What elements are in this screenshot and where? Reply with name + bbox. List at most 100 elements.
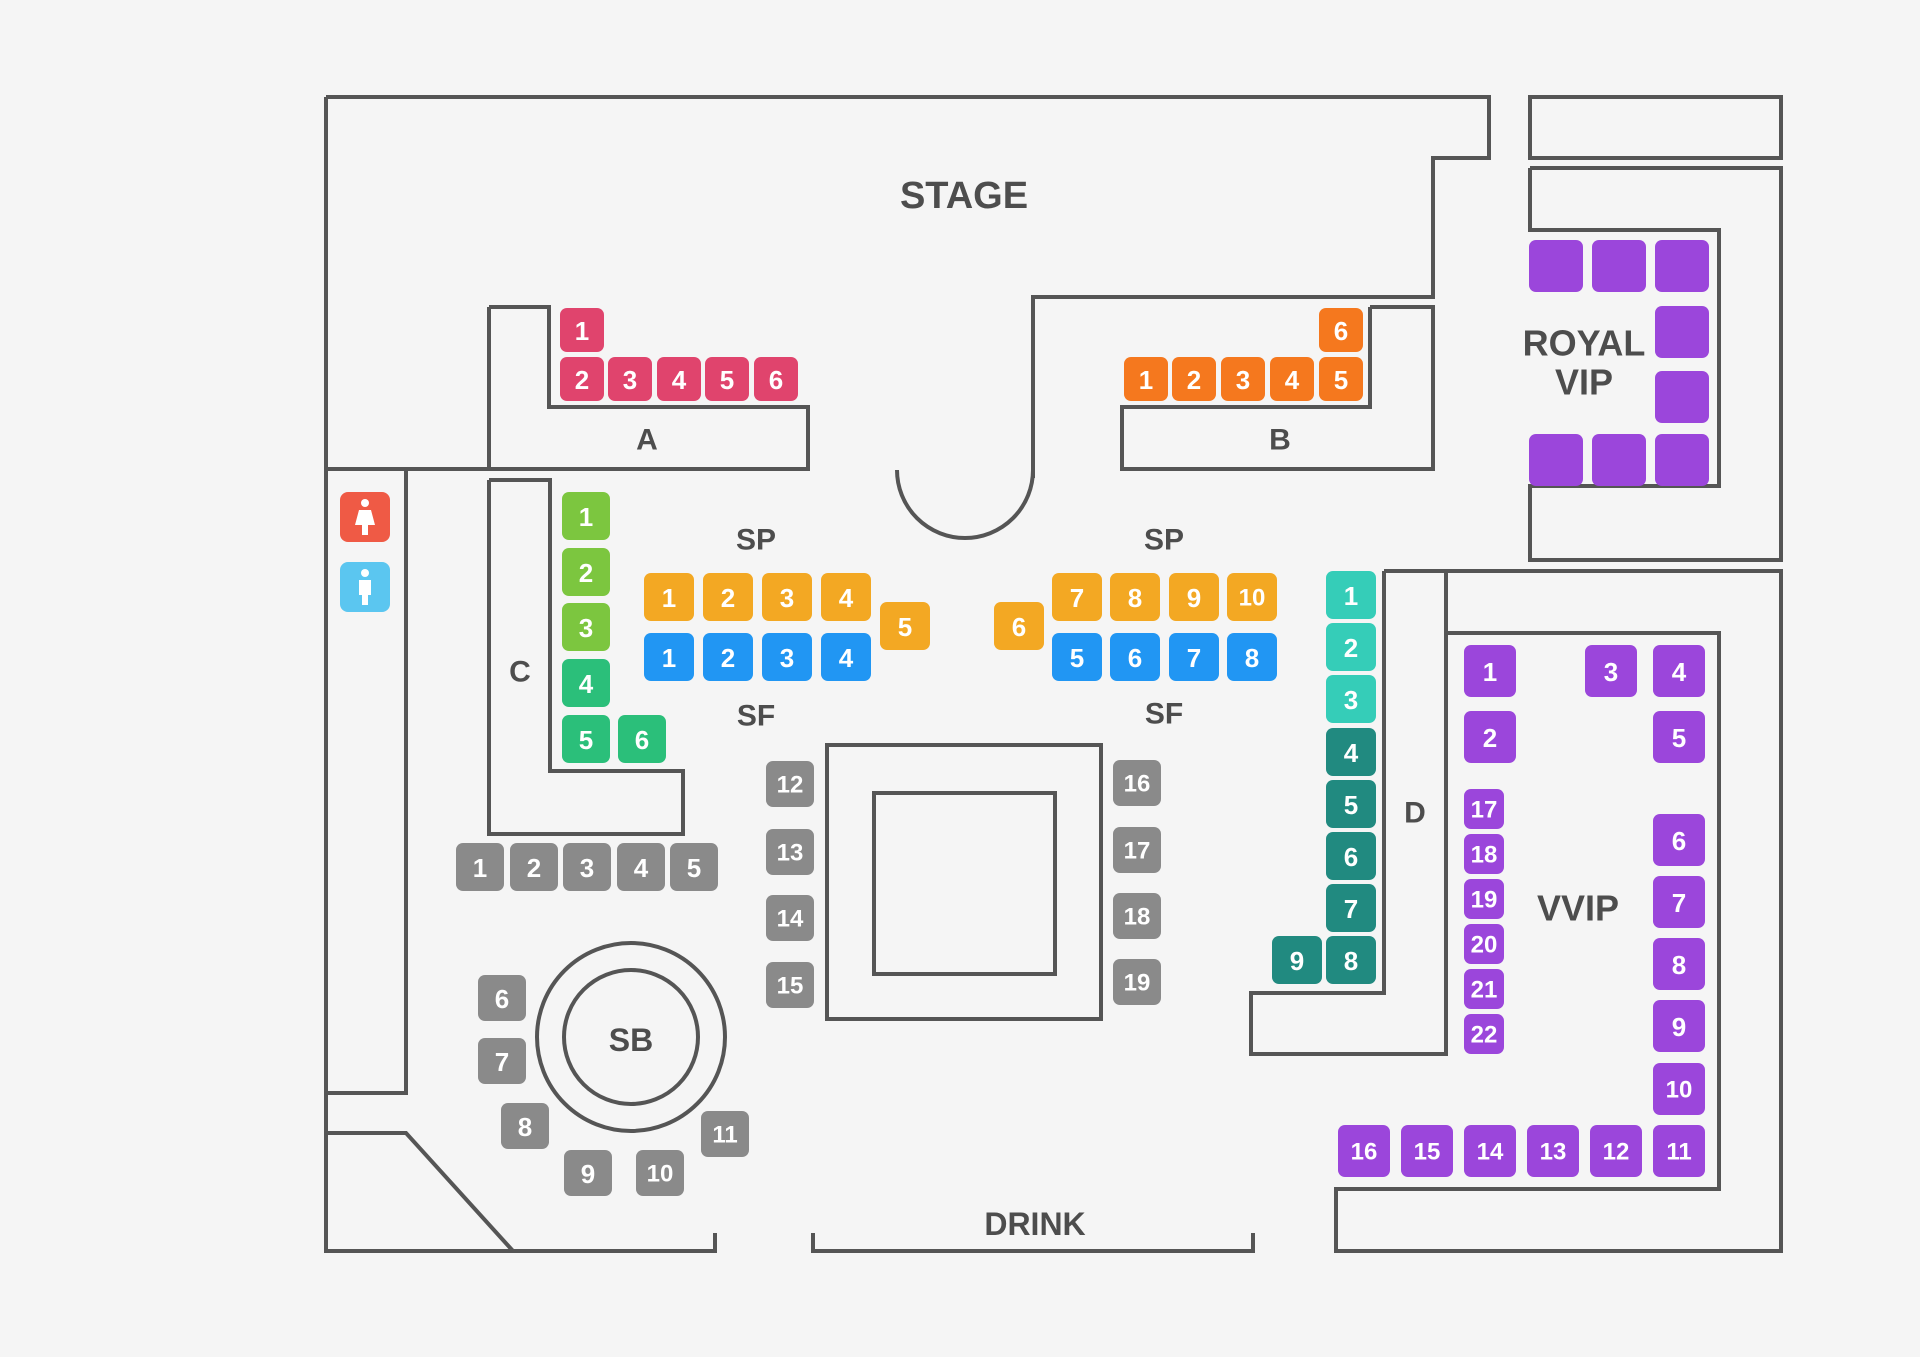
seat-sf-right-6[interactable]: 6: [1110, 633, 1160, 681]
seat-sf-left-3[interactable]: 3: [762, 633, 812, 681]
seat-vvip-18[interactable]: 18: [1464, 834, 1504, 874]
seat-a-6[interactable]: 6: [754, 357, 798, 401]
seat-d-4[interactable]: 4: [1326, 728, 1376, 776]
seat-sb-11[interactable]: 11: [701, 1111, 749, 1157]
seat-vvip-8[interactable]: 8: [1653, 938, 1705, 990]
seat-b-5[interactable]: 5: [1319, 357, 1363, 401]
seat-vvip-22[interactable]: 22: [1464, 1014, 1504, 1054]
seat-gray-row-2[interactable]: 2: [510, 843, 558, 891]
seat-sf-right-7[interactable]: 7: [1169, 633, 1219, 681]
seat-sp-right-6[interactable]: 6: [994, 602, 1044, 650]
seat-sf-right-8[interactable]: 8: [1227, 633, 1277, 681]
seat-sp-left-2[interactable]: 2: [703, 573, 753, 621]
seat-royal-vip-r8[interactable]: [1655, 434, 1709, 486]
seat-sp-right-10[interactable]: 10: [1227, 573, 1277, 621]
seat-d-5[interactable]: 5: [1326, 780, 1376, 828]
seat-royal-vip-r1[interactable]: [1529, 240, 1583, 292]
seat-sp-left-3[interactable]: 3: [762, 573, 812, 621]
seat-sb-10[interactable]: 10: [636, 1150, 684, 1196]
seat-sb-8[interactable]: 8: [501, 1103, 549, 1149]
seat-royal-vip-r4[interactable]: [1655, 306, 1709, 358]
restroom-female-icon[interactable]: [340, 492, 390, 542]
seat-center-right-19[interactable]: 19: [1113, 959, 1161, 1005]
seat-d-3[interactable]: 3: [1326, 675, 1376, 723]
seat-center-left-14[interactable]: 14: [766, 895, 814, 941]
seat-vvip-20[interactable]: 20: [1464, 924, 1504, 964]
seat-center-left-15[interactable]: 15: [766, 962, 814, 1008]
seat-vvip-9[interactable]: 9: [1653, 1000, 1705, 1052]
seat-center-right-17[interactable]: 17: [1113, 827, 1161, 873]
seat-tile: [1592, 434, 1646, 486]
seat-a-1[interactable]: 1: [560, 308, 604, 352]
seat-royal-vip-r3[interactable]: [1655, 240, 1709, 292]
seat-vvip-3[interactable]: 3: [1585, 645, 1637, 697]
seat-b-6[interactable]: 6: [1319, 308, 1363, 352]
seat-c-2[interactable]: 2: [562, 548, 610, 596]
seat-sf-left-1[interactable]: 1: [644, 633, 694, 681]
seat-c-6[interactable]: 6: [618, 715, 666, 763]
seat-tile: [1653, 1063, 1705, 1115]
seat-vvip-14[interactable]: 14: [1464, 1125, 1516, 1177]
seat-d-1[interactable]: 1: [1326, 571, 1376, 619]
seat-sp-right-7[interactable]: 7: [1052, 573, 1102, 621]
seat-b-1[interactable]: 1: [1124, 357, 1168, 401]
seat-a-2[interactable]: 2: [560, 357, 604, 401]
seat-vvip-4[interactable]: 4: [1653, 645, 1705, 697]
seat-d-7[interactable]: 7: [1326, 884, 1376, 932]
seat-vvip-1[interactable]: 1: [1464, 645, 1516, 697]
seat-d-8[interactable]: 8: [1326, 936, 1376, 984]
seat-royal-vip-r7[interactable]: [1592, 434, 1646, 486]
seat-center-right-18[interactable]: 18: [1113, 893, 1161, 939]
seat-royal-vip-r2[interactable]: [1592, 240, 1646, 292]
seat-sf-right-5[interactable]: 5: [1052, 633, 1102, 681]
seat-gray-row-5[interactable]: 5: [670, 843, 718, 891]
seat-sp-right-8[interactable]: 8: [1110, 573, 1160, 621]
seat-a-5[interactable]: 5: [705, 357, 749, 401]
seat-b-4[interactable]: 4: [1270, 357, 1314, 401]
seat-sp-right-9[interactable]: 9: [1169, 573, 1219, 621]
seat-vvip-19[interactable]: 19: [1464, 879, 1504, 919]
seat-sb-6[interactable]: 6: [478, 975, 526, 1021]
seat-gray-row-1[interactable]: 1: [456, 843, 504, 891]
restroom-male-icon[interactable]: [340, 562, 390, 612]
seat-tile: [1401, 1125, 1453, 1177]
seat-vvip-15[interactable]: 15: [1401, 1125, 1453, 1177]
seat-a-3[interactable]: 3: [608, 357, 652, 401]
seat-gray-row-4[interactable]: 4: [617, 843, 665, 891]
seat-vvip-17[interactable]: 17: [1464, 789, 1504, 829]
seat-sb-7[interactable]: 7: [478, 1038, 526, 1084]
seat-royal-vip-r5[interactable]: [1655, 371, 1709, 423]
seat-c-3[interactable]: 3: [562, 603, 610, 651]
seat-vvip-16[interactable]: 16: [1338, 1125, 1390, 1177]
seat-d-6[interactable]: 6: [1326, 832, 1376, 880]
seat-sb-9[interactable]: 9: [564, 1150, 612, 1196]
seat-sp-left-1[interactable]: 1: [644, 573, 694, 621]
seat-vvip-2[interactable]: 2: [1464, 711, 1516, 763]
seat-b-2[interactable]: 2: [1172, 357, 1216, 401]
seat-vvip-6[interactable]: 6: [1653, 814, 1705, 866]
seat-center-left-12[interactable]: 12: [766, 761, 814, 807]
seat-vvip-13[interactable]: 13: [1527, 1125, 1579, 1177]
seat-c-5[interactable]: 5: [562, 715, 610, 763]
seat-vvip-11[interactable]: 11: [1653, 1125, 1705, 1177]
seat-sp-left-4[interactable]: 4: [821, 573, 871, 621]
seat-gray-row-3[interactable]: 3: [563, 843, 611, 891]
seat-c-4[interactable]: 4: [562, 659, 610, 707]
seat-royal-vip-r6[interactable]: [1529, 434, 1583, 486]
seat-d-2[interactable]: 2: [1326, 623, 1376, 671]
seat-c-1[interactable]: 1: [562, 492, 610, 540]
seat-sf-left-2[interactable]: 2: [703, 633, 753, 681]
seat-a-4[interactable]: 4: [657, 357, 701, 401]
seat-vvip-10[interactable]: 10: [1653, 1063, 1705, 1115]
seat-tile: [766, 962, 814, 1008]
seat-center-left-13[interactable]: 13: [766, 829, 814, 875]
seat-vvip-5[interactable]: 5: [1653, 711, 1705, 763]
seat-sp-left-5[interactable]: 5: [880, 602, 930, 650]
seat-b-3[interactable]: 3: [1221, 357, 1265, 401]
seat-vvip-21[interactable]: 21: [1464, 969, 1504, 1009]
seat-sf-left-4[interactable]: 4: [821, 633, 871, 681]
seat-d-9[interactable]: 9: [1272, 936, 1322, 984]
seat-vvip-12[interactable]: 12: [1590, 1125, 1642, 1177]
seat-vvip-7[interactable]: 7: [1653, 876, 1705, 928]
seat-center-right-16[interactable]: 16: [1113, 760, 1161, 806]
